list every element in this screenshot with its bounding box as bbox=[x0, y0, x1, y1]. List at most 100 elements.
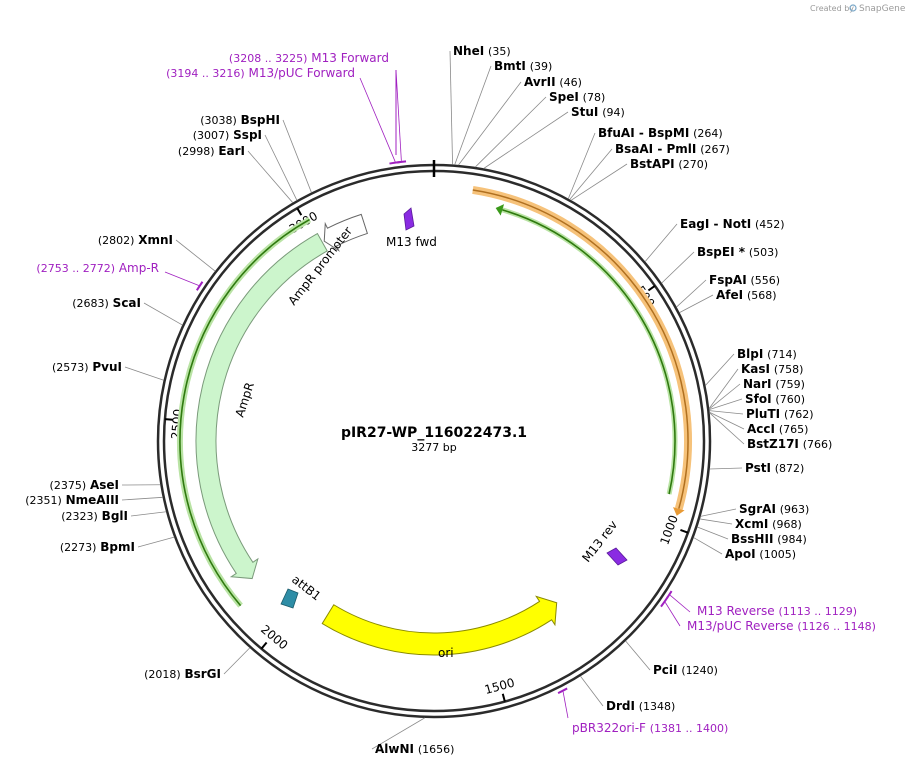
enzyme-site-label[interactable]: KasI (758) bbox=[741, 362, 803, 376]
enzyme-leader-line bbox=[644, 223, 678, 262]
enzyme-position: (35) bbox=[488, 45, 511, 58]
tick-mark bbox=[647, 285, 656, 292]
enzyme-site-label[interactable]: NheI (35) bbox=[453, 44, 511, 58]
enzyme-name: KasI bbox=[741, 362, 770, 376]
enzyme-site-label[interactable]: DrdI (1348) bbox=[606, 699, 675, 713]
enzyme-position: (766) bbox=[803, 438, 833, 451]
tick-label: 1000 bbox=[657, 513, 681, 546]
enzyme-site-label[interactable]: SpeI (78) bbox=[549, 90, 605, 104]
enzyme-name: XmnI bbox=[138, 233, 173, 247]
primer-leader-line bbox=[164, 271, 199, 286]
enzyme-leader-line bbox=[567, 132, 596, 199]
primer-label[interactable]: (3208 .. 3225) M13 Forward bbox=[229, 51, 389, 65]
enzyme-position: (2273) bbox=[60, 541, 97, 554]
tick-mark bbox=[296, 207, 303, 216]
green-feature-core bbox=[502, 209, 676, 495]
primer-range: (2753 .. 2772) bbox=[36, 262, 115, 275]
enzyme-position: (1656) bbox=[418, 743, 455, 756]
enzyme-leader-line bbox=[661, 251, 695, 284]
enzyme-site-label[interactable]: AlwNI (1656) bbox=[375, 742, 454, 756]
enzyme-position: (2683) bbox=[72, 297, 109, 310]
enzyme-site-label[interactable]: (2998) EarI bbox=[178, 144, 245, 158]
enzyme-position: (568) bbox=[747, 289, 777, 302]
enzyme-position: (264) bbox=[693, 127, 723, 140]
enzyme-leader-line bbox=[709, 398, 743, 410]
enzyme-leader-line bbox=[709, 410, 744, 415]
primer-name: M13/pUC Reverse bbox=[687, 619, 794, 633]
primer-range: (1126 .. 1148) bbox=[797, 620, 876, 633]
enzyme-position: (1240) bbox=[681, 664, 718, 677]
enzyme-leader-line bbox=[709, 412, 745, 445]
enzyme-leader-line bbox=[137, 536, 175, 548]
enzyme-site-label[interactable]: BstAPI (270) bbox=[630, 157, 708, 171]
enzyme-leader-line bbox=[679, 294, 714, 314]
enzyme-site-label[interactable]: (2351) NmeAIII bbox=[25, 493, 119, 507]
enzyme-site-label[interactable]: AvrII (46) bbox=[524, 75, 582, 89]
ampr-promoter-arrow bbox=[323, 213, 368, 252]
enzyme-site-label[interactable]: BfuAI - BspMI (264) bbox=[598, 126, 723, 140]
enzyme-site-label[interactable]: PstI (872) bbox=[745, 461, 804, 475]
ampr-feature-arrow bbox=[195, 232, 328, 580]
enzyme-site-label[interactable]: AccI (765) bbox=[747, 422, 808, 436]
enzyme-name: BfuAI - BspMI bbox=[598, 126, 689, 140]
orange-feature-arrowhead bbox=[673, 507, 685, 516]
enzyme-site-label[interactable]: NarI (759) bbox=[743, 377, 805, 391]
enzyme-name: BsaAI - PmlI bbox=[615, 142, 696, 156]
enzyme-name: BsrGI bbox=[184, 667, 221, 681]
primer-label[interactable]: (3194 .. 3216) M13/pUC Forward bbox=[166, 66, 355, 80]
enzyme-site-label[interactable]: BssHII (984) bbox=[731, 532, 807, 546]
green-feature-arrowhead bbox=[495, 204, 505, 216]
enzyme-site-label[interactable]: EagI - NotI (452) bbox=[680, 217, 785, 231]
enzyme-name: DrdI bbox=[606, 699, 635, 713]
enzyme-site-label[interactable]: BlpI (714) bbox=[737, 347, 797, 361]
enzyme-site-label[interactable]: FspAI (556) bbox=[709, 273, 780, 287]
primer-label[interactable]: M13 Reverse (1113 .. 1129) bbox=[697, 604, 857, 618]
enzyme-site-label[interactable]: (2018) BsrGI bbox=[144, 667, 221, 681]
enzyme-site-label[interactable]: (2273) BpmI bbox=[60, 540, 135, 554]
primer-range: (1381 .. 1400) bbox=[650, 722, 729, 735]
enzyme-site-label[interactable]: XcmI (968) bbox=[735, 517, 802, 531]
watermark-created-by: Created by bbox=[810, 4, 854, 13]
primer-label[interactable]: M13/pUC Reverse (1126 .. 1148) bbox=[687, 619, 876, 633]
primer-label[interactable]: (2753 .. 2772) Amp-R bbox=[36, 261, 159, 275]
enzyme-site-label[interactable]: BsaAI - PmlI (267) bbox=[615, 142, 730, 156]
primer-label[interactable]: pBR322ori-F (1381 .. 1400) bbox=[572, 721, 728, 735]
enzyme-leader-line bbox=[454, 65, 492, 165]
enzyme-site-label[interactable]: (3007) SspI bbox=[193, 128, 262, 142]
enzyme-site-label[interactable]: PluTI (762) bbox=[746, 407, 814, 421]
enzyme-leader-line bbox=[371, 717, 425, 750]
enzyme-name: SfoI bbox=[745, 392, 772, 406]
enzyme-site-label[interactable]: (2802) XmnI bbox=[98, 233, 173, 247]
primer-range: (1113 .. 1129) bbox=[779, 605, 858, 618]
enzyme-site-label[interactable]: BspEI * (503) bbox=[697, 245, 778, 259]
enzyme-site-label[interactable]: SgrAI (963) bbox=[739, 502, 809, 516]
enzyme-site-label[interactable]: PciI (1240) bbox=[653, 663, 718, 677]
primer-leader-line bbox=[562, 691, 569, 719]
primer-site-mark bbox=[660, 596, 669, 608]
enzyme-site-label[interactable]: ApoI (1005) bbox=[725, 547, 796, 561]
enzyme-name: NarI bbox=[743, 377, 772, 391]
primer-name: M13/pUC Forward bbox=[248, 66, 355, 80]
enzyme-leader-line bbox=[474, 96, 547, 168]
enzyme-site-label[interactable]: AfeI (568) bbox=[716, 288, 777, 302]
plasmid-name: pIR27-WP_116022473.1 bbox=[341, 425, 527, 441]
enzyme-position: (503) bbox=[749, 246, 779, 259]
enzyme-site-label[interactable]: BstZ17I (766) bbox=[747, 437, 832, 451]
enzyme-leader-line bbox=[570, 163, 628, 201]
enzyme-site-label[interactable]: SfoI (760) bbox=[745, 392, 805, 406]
green-feature-halo bbox=[501, 207, 678, 495]
enzyme-site-label[interactable]: (2375) AseI bbox=[50, 478, 119, 492]
enzyme-leader-line bbox=[483, 111, 569, 169]
enzyme-site-label[interactable]: (3038) BspHI bbox=[200, 113, 280, 127]
enzyme-name: PluTI bbox=[746, 407, 780, 421]
primer-name: pBR322ori-F bbox=[572, 721, 646, 735]
enzyme-site-label[interactable]: (2683) ScaI bbox=[72, 296, 141, 310]
enzyme-position: (968) bbox=[772, 518, 802, 531]
enzyme-leader-line bbox=[121, 496, 163, 501]
enzyme-site-label[interactable]: (2573) PvuI bbox=[52, 360, 122, 374]
enzyme-leaders bbox=[121, 50, 745, 750]
enzyme-site-label[interactable]: (2323) BglI bbox=[61, 509, 128, 523]
enzyme-site-label[interactable]: StuI (94) bbox=[571, 105, 625, 119]
enzyme-site-label[interactable]: BmtI (39) bbox=[494, 59, 552, 73]
enzyme-name: StuI bbox=[571, 105, 598, 119]
